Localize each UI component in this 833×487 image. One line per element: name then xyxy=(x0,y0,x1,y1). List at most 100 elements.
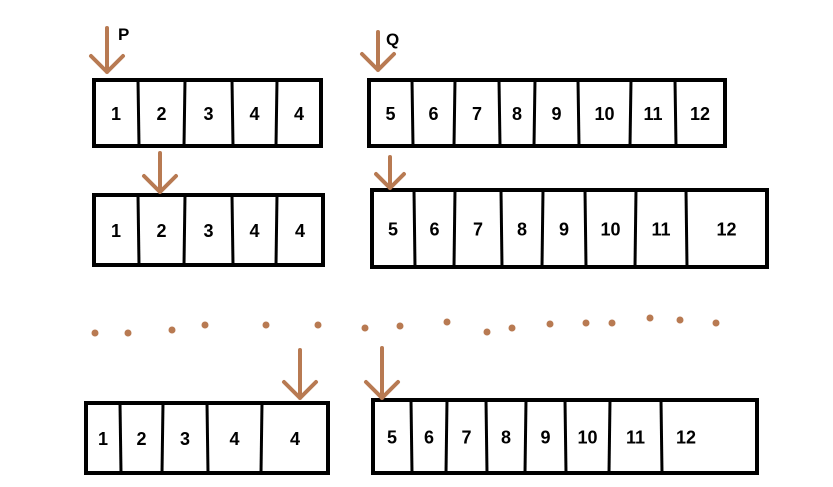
pointer-arrow-icon xyxy=(364,346,400,400)
cell-divider xyxy=(182,194,187,266)
array-cell-value: 12 xyxy=(676,428,696,448)
cell-divider xyxy=(628,79,633,147)
array-cell-value: 12 xyxy=(716,220,736,240)
cell-divider xyxy=(452,189,457,268)
cell-divider xyxy=(136,79,141,147)
array-cell-value: 5 xyxy=(385,104,395,124)
array-cell-value: 3 xyxy=(203,221,213,241)
array-cell-value: 4 xyxy=(229,429,239,449)
cell-divider xyxy=(274,194,279,266)
array-cell-value: 5 xyxy=(387,428,397,448)
cell-divider xyxy=(118,402,123,474)
array-cell-value: 9 xyxy=(559,220,569,240)
cell-divider xyxy=(444,399,449,474)
ellipsis-dot xyxy=(361,324,369,332)
array-cell-value: 7 xyxy=(472,104,482,124)
cell-divider xyxy=(160,402,165,474)
array-cell-value: 8 xyxy=(501,428,511,448)
array-cell-value: 2 xyxy=(156,221,166,241)
cell-divider xyxy=(409,399,414,474)
array-cell-value: 11 xyxy=(643,104,662,124)
array-cell-value: 2 xyxy=(156,104,166,124)
ellipsis-dot xyxy=(546,320,554,328)
cell-divider xyxy=(136,194,141,266)
cell-divider xyxy=(412,189,417,268)
array-cell-value: 8 xyxy=(517,220,527,240)
cell-divider xyxy=(684,189,689,268)
ellipsis-dot xyxy=(201,321,209,329)
ellipsis-dot xyxy=(483,328,491,336)
ellipsis-dot xyxy=(608,319,616,327)
cell-divider xyxy=(532,79,537,147)
pointer-arrow-icon xyxy=(282,348,318,400)
ellipsis-dot xyxy=(646,314,654,322)
pointer-arrow-icon xyxy=(374,155,406,190)
array-cell-value: 9 xyxy=(540,428,550,448)
cell-divider xyxy=(607,399,612,474)
ellipsis-dot xyxy=(91,329,99,337)
cell-divider xyxy=(673,79,678,147)
cell-divider xyxy=(452,79,457,147)
array-cell-value: 4 xyxy=(249,104,259,124)
ellipsis-dot xyxy=(262,321,270,329)
array-right-row1 xyxy=(367,78,727,148)
array-cell-value: 1 xyxy=(111,104,121,124)
cell-divider xyxy=(659,399,664,474)
ellipsis-dot xyxy=(124,329,132,337)
array-cell-value: 4 xyxy=(290,429,300,449)
cell-divider xyxy=(205,402,210,474)
ellipsis-dot xyxy=(676,316,684,324)
array-cell-value: 6 xyxy=(429,220,439,240)
array-left-row1 xyxy=(92,78,323,148)
array-cell-value: 12 xyxy=(690,104,710,124)
array-cell-value: 1 xyxy=(98,429,108,449)
array-right-row2 xyxy=(370,188,769,269)
cell-divider xyxy=(583,189,588,268)
ellipsis-dot xyxy=(168,326,176,334)
array-cell-value: 1 xyxy=(111,221,121,241)
pointer-arrow-icon xyxy=(360,30,396,72)
ellipsis-dot xyxy=(508,324,516,332)
cell-divider xyxy=(499,189,504,268)
cell-divider xyxy=(230,194,235,266)
cell-divider xyxy=(259,402,264,474)
ellipsis-dot xyxy=(712,319,720,327)
cell-divider xyxy=(540,189,545,268)
array-cell-value: 5 xyxy=(388,220,398,240)
array-cell-value: 9 xyxy=(551,104,561,124)
array-cell-value: 10 xyxy=(600,220,620,240)
array-cell-value: 3 xyxy=(180,429,190,449)
cell-divider xyxy=(497,79,502,147)
array-cell-value: 7 xyxy=(473,220,483,240)
pointer-arrow-icon xyxy=(89,26,125,74)
array-cell-value: 3 xyxy=(203,104,213,124)
cell-divider xyxy=(576,79,581,147)
ellipsis-dot xyxy=(443,318,451,326)
cell-divider xyxy=(230,79,235,147)
ellipsis-dot xyxy=(396,322,404,330)
array-left-row2 xyxy=(92,193,325,267)
ellipsis-dot xyxy=(314,321,322,329)
pointer-arrow-icon xyxy=(142,151,178,194)
array-cell-value: 10 xyxy=(577,428,597,448)
array-cell-value: 10 xyxy=(594,104,614,124)
array-cell-value: 11 xyxy=(651,220,670,240)
array-cell-value: 6 xyxy=(428,104,438,124)
cell-divider xyxy=(563,399,568,474)
pointer-label-p: P xyxy=(118,25,129,44)
array-cell-value: 7 xyxy=(461,428,471,448)
array-cell-value: 4 xyxy=(295,221,305,241)
cell-divider xyxy=(484,399,489,474)
cell-divider xyxy=(410,79,415,147)
cell-divider xyxy=(182,79,187,147)
array-cell-value: 4 xyxy=(294,104,304,124)
array-cell-value: 8 xyxy=(512,104,522,124)
cell-divider xyxy=(523,399,528,474)
array-cell-value: 2 xyxy=(136,429,146,449)
cell-divider xyxy=(274,79,279,147)
array-cell-value: 6 xyxy=(424,428,434,448)
array-cell-value: 11 xyxy=(626,428,645,448)
cell-divider xyxy=(633,189,638,268)
